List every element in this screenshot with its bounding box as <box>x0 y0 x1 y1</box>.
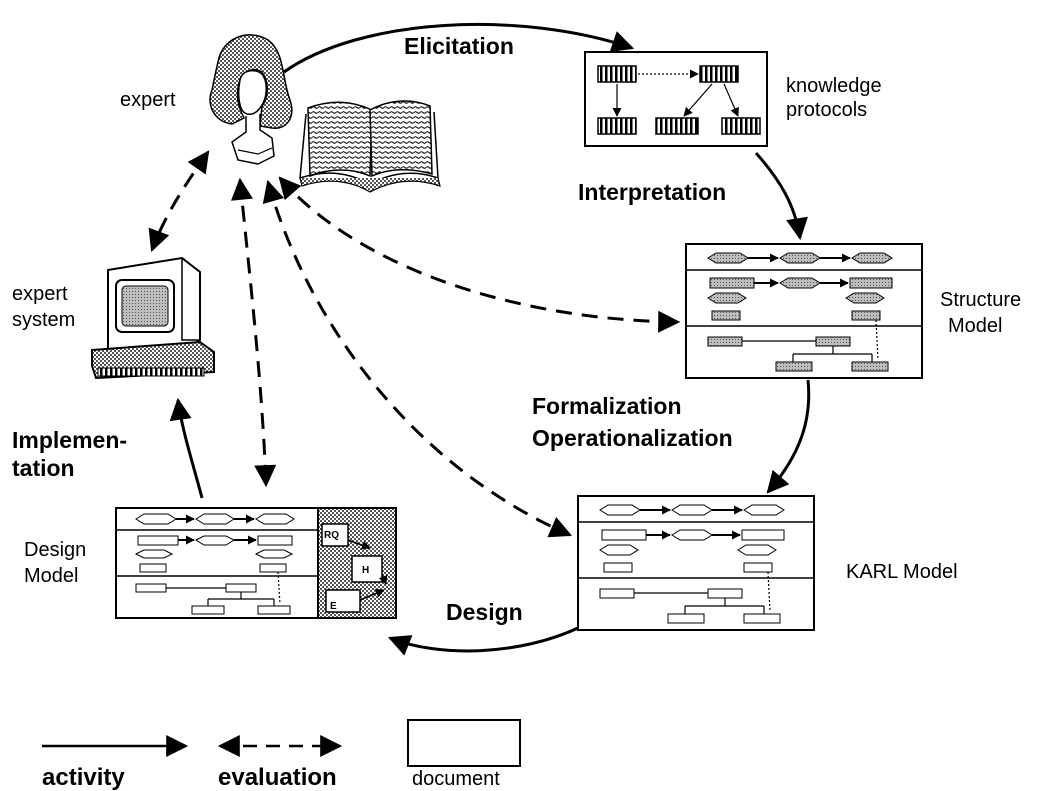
design-box-rq: RQ <box>324 530 339 541</box>
legend-document-box <box>407 719 521 767</box>
legend-evaluation-label: evaluation <box>218 764 337 791</box>
legend-activity-label: activity <box>42 764 125 791</box>
design-box-e: E <box>330 601 337 612</box>
design-box-h: H <box>362 565 369 576</box>
karl-model-label: KARL Model <box>846 561 958 583</box>
expert-system-label-2: system <box>12 309 75 331</box>
elicitation-arrow <box>283 22 635 74</box>
activity-arrows <box>169 22 811 656</box>
interpretation-label: Interpretation <box>578 179 726 205</box>
expert-icon <box>209 34 293 165</box>
interpretation-arrow <box>754 152 808 241</box>
expert-system-label-1: expert <box>12 283 68 305</box>
formalization-arrow <box>766 379 811 494</box>
knowledge-protocols-document <box>584 51 768 147</box>
evaluation-karl-model <box>262 179 573 538</box>
design-model-label-1: Design <box>24 539 86 561</box>
structure-model-label-1: Structure <box>940 289 1021 311</box>
expert-label: expert <box>120 89 176 111</box>
structure-model-document <box>685 243 923 379</box>
karl-model-document <box>577 495 815 631</box>
design-model-document: RQ H E <box>115 507 397 619</box>
operationalization-label: Operationalization <box>532 425 733 451</box>
elicitation-label: Elicitation <box>404 33 514 59</box>
implementation-label-1: Implemen- <box>12 427 127 453</box>
evaluation-structure-model <box>278 176 681 333</box>
design-arrow <box>387 626 579 656</box>
structure-model-label-2: Model <box>948 315 1002 337</box>
evaluation-design-model <box>231 177 277 488</box>
implementation-label-2: tation <box>12 455 75 481</box>
knowledge-protocols-label-2: protocols <box>786 99 867 121</box>
evaluation-arrows <box>148 150 681 538</box>
computer-icon <box>91 256 215 380</box>
design-label: Design <box>446 599 523 625</box>
legend-document-label: document <box>412 768 500 790</box>
legend: activity evaluation document <box>42 719 521 791</box>
evaluation-expert-system <box>148 150 210 253</box>
design-model-label-2: Model <box>24 565 78 587</box>
book-icon <box>299 100 441 193</box>
implementation-arrow <box>169 397 204 499</box>
formalization-label: Formalization <box>532 393 682 419</box>
knowledge-protocols-label-1: knowledge <box>786 75 882 97</box>
